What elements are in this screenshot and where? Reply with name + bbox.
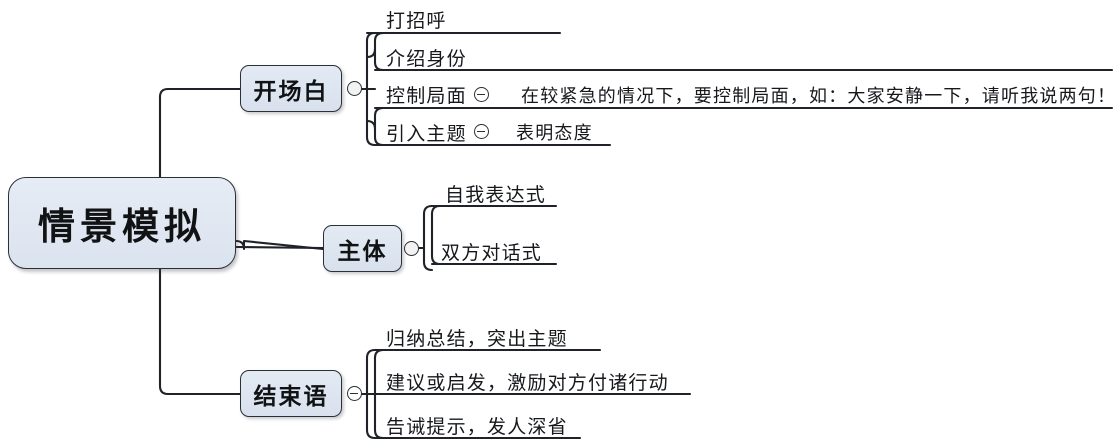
connector-opening-trunk (365, 31, 377, 147)
toggle-introduce-topic-collapse-icon[interactable] (474, 124, 489, 139)
leaf-opening-greeting[interactable]: 打招呼 (386, 11, 447, 32)
leaf-opening-introduce-identity[interactable]: 介绍身份 (386, 49, 467, 70)
connector-opening-child-3 (365, 47, 377, 59)
cap-opening-4 (373, 106, 385, 147)
leaf-mainbody-self-expression[interactable]: 自我表达式 (445, 185, 547, 206)
cap-closing (373, 348, 385, 440)
leaf-closing-admonition[interactable]: 告诫提示，发人深省 (386, 417, 568, 438)
branch-node-opening[interactable]: 开场白 (240, 65, 342, 112)
leaf-mainbody-dialogue[interactable]: 双方对话式 (441, 243, 543, 264)
toggle-closing-collapse-icon[interactable] (347, 386, 362, 401)
leaf-closing-suggestion[interactable]: 建议或启发，激励对方付诸行动 (386, 373, 669, 394)
detail-opening-control-situation[interactable]: 在较紧急的情况下，要控制局面，如：大家安静一下，请听我说两句！ (521, 86, 1117, 106)
branch-node-main-body[interactable]: 主体 (323, 225, 402, 272)
leaf-opening-introduce-topic[interactable]: 引入主题 (386, 124, 467, 145)
connector-opening-child-4 (365, 119, 377, 131)
connector-root-to-closing (158, 267, 242, 396)
leaf-opening-control-situation[interactable]: 控制局面 (386, 86, 467, 107)
branch-node-closing[interactable]: 结束语 (240, 370, 342, 417)
toggle-control-situation-collapse-icon[interactable] (474, 87, 489, 102)
root-node-scenario-simulation[interactable]: 情景模拟 (8, 177, 236, 269)
connector-root-to-mainbody (234, 239, 325, 251)
toggle-opening-collapse-icon[interactable] (347, 81, 362, 96)
connector-root-to-opening (158, 87, 242, 179)
toggle-main-body-collapse-icon[interactable] (404, 241, 419, 256)
cap-mainbody-2 (430, 204, 442, 266)
leaf-closing-summarize[interactable]: 归纳总结，突出主题 (386, 329, 568, 350)
connector-mainbody-trunk (422, 204, 434, 272)
detail-opening-introduce-topic[interactable]: 表明态度 (516, 123, 593, 143)
cap-opening-2 (373, 31, 385, 72)
connector-closing-trunk (365, 348, 377, 440)
connector-root-to-mainbody-straight (234, 245, 325, 250)
